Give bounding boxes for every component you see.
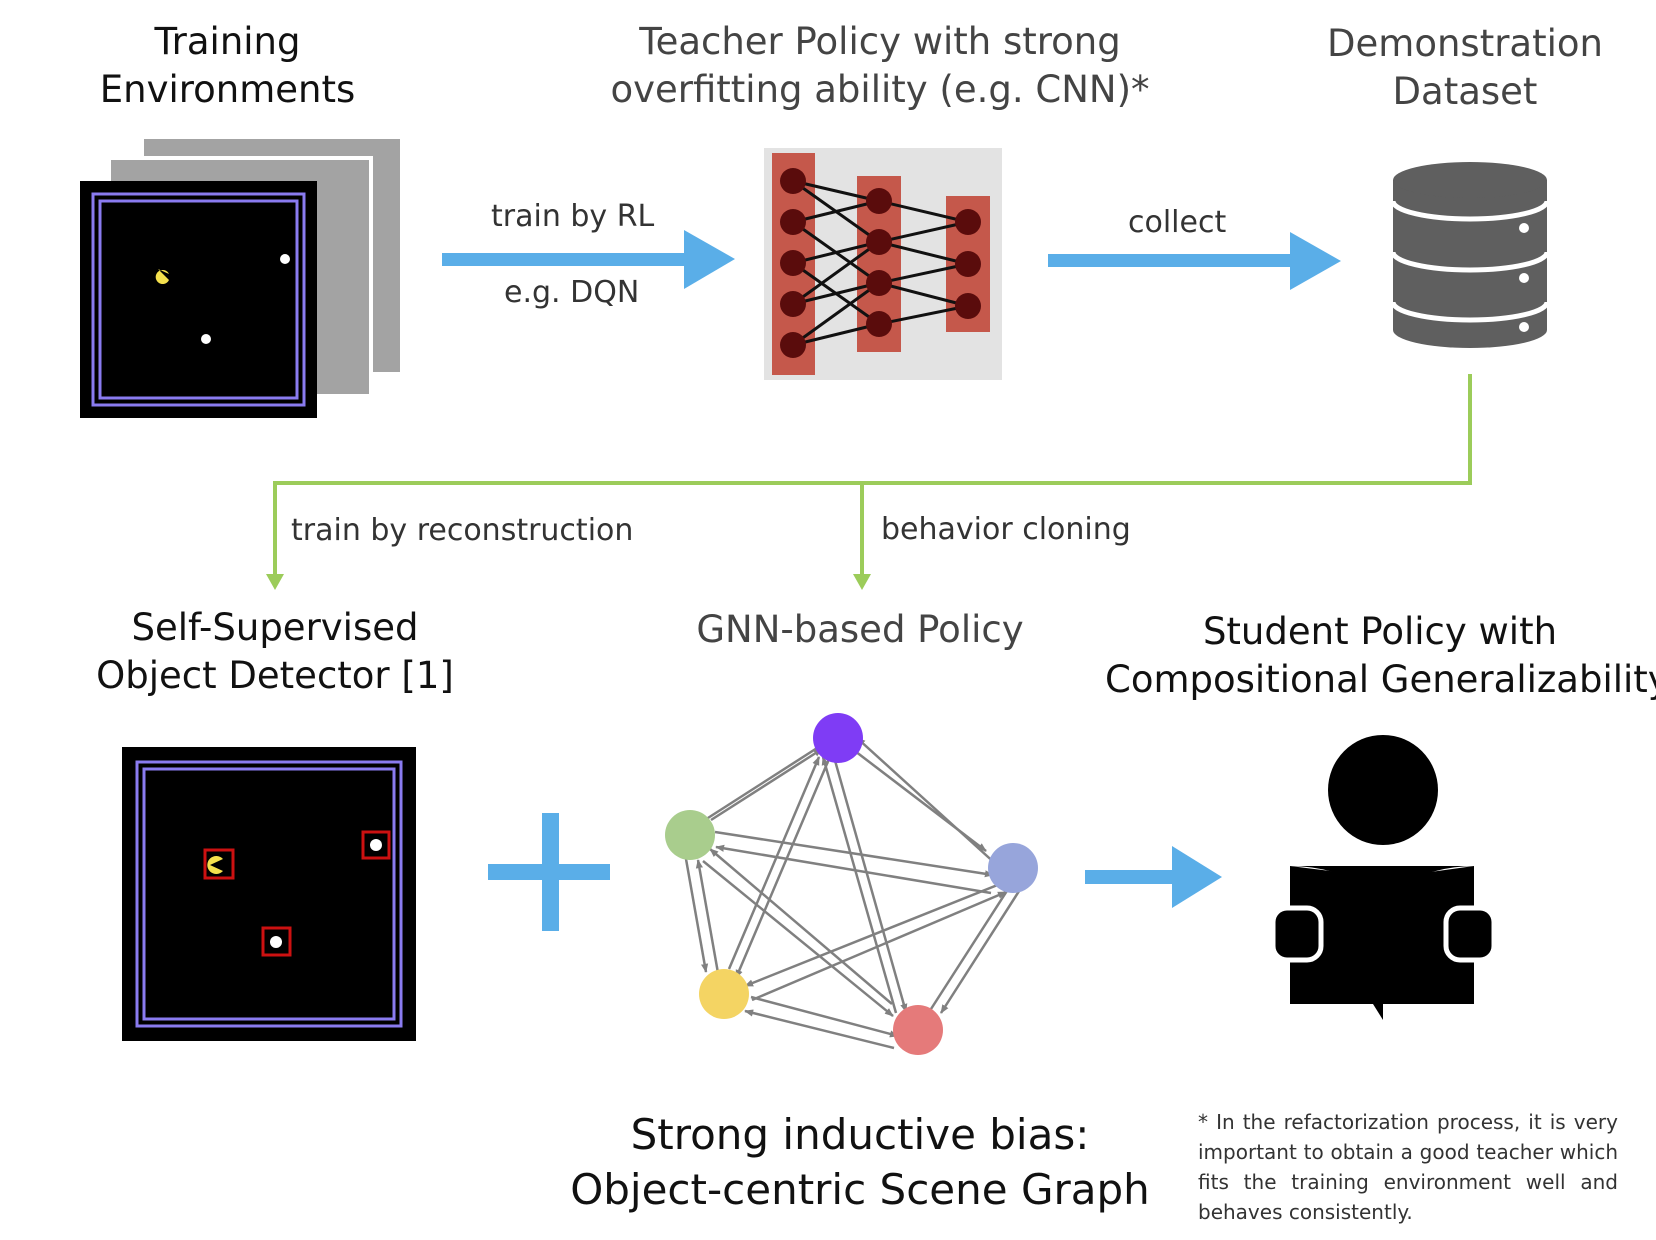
pellet-icon <box>201 334 211 344</box>
to-student-arrow <box>1085 846 1222 908</box>
footnote: * In the refactorization process, it is … <box>1198 1110 1618 1224</box>
detection-box <box>361 830 391 860</box>
collect-arrow <box>1048 232 1341 290</box>
cnn-network-icon <box>764 148 1002 380</box>
train-by-rl-arrow <box>442 230 735 289</box>
behavior-cloning-label: behavior cloning <box>881 512 1131 547</box>
detection-box <box>203 848 235 880</box>
behavior-cloning-arrowhead <box>853 574 871 590</box>
student-policy-title: Student Policy with Compositional Genera… <box>1105 610 1656 702</box>
plus-icon <box>488 813 610 931</box>
train-by-rl-label: train by RL <box>491 199 655 234</box>
graph-node <box>813 713 863 763</box>
database-icon <box>1390 162 1550 348</box>
maze-frame-icon <box>80 181 317 418</box>
inductive-bias-title: Strong inductive bias: Object-centric Sc… <box>570 1110 1150 1214</box>
graph-node <box>665 810 715 860</box>
training-environments-title: Training Environments <box>99 20 356 112</box>
train-by-reconstruction-label: train by reconstruction <box>291 513 634 548</box>
training-environments-stack <box>80 135 404 418</box>
graph-node <box>988 843 1038 893</box>
demonstration-dataset-title: Demonstration Dataset <box>1327 22 1603 114</box>
green-connector <box>273 374 1472 576</box>
gnn-policy-title: GNN-based Policy <box>696 608 1024 651</box>
reconstruction-arrowhead <box>266 574 284 590</box>
graph-icon <box>665 713 1038 1055</box>
pellet-icon <box>370 839 382 851</box>
pacman-icon <box>207 856 223 874</box>
detector-frame-icon <box>122 747 416 1041</box>
detection-box <box>261 926 292 957</box>
pellet-icon <box>270 936 282 948</box>
graph-node <box>893 1005 943 1055</box>
object-detector-title: Self-Supervised Object Detector [1] <box>96 606 454 698</box>
collect-label: collect <box>1128 205 1227 240</box>
pellet-icon <box>280 254 290 264</box>
pacman-icon <box>155 269 169 285</box>
student-reading-icon <box>1270 735 1497 1020</box>
dqn-label: e.g. DQN <box>504 275 640 310</box>
graph-node <box>699 969 749 1019</box>
teacher-policy-title: Teacher Policy with strong overfitting a… <box>610 20 1150 112</box>
